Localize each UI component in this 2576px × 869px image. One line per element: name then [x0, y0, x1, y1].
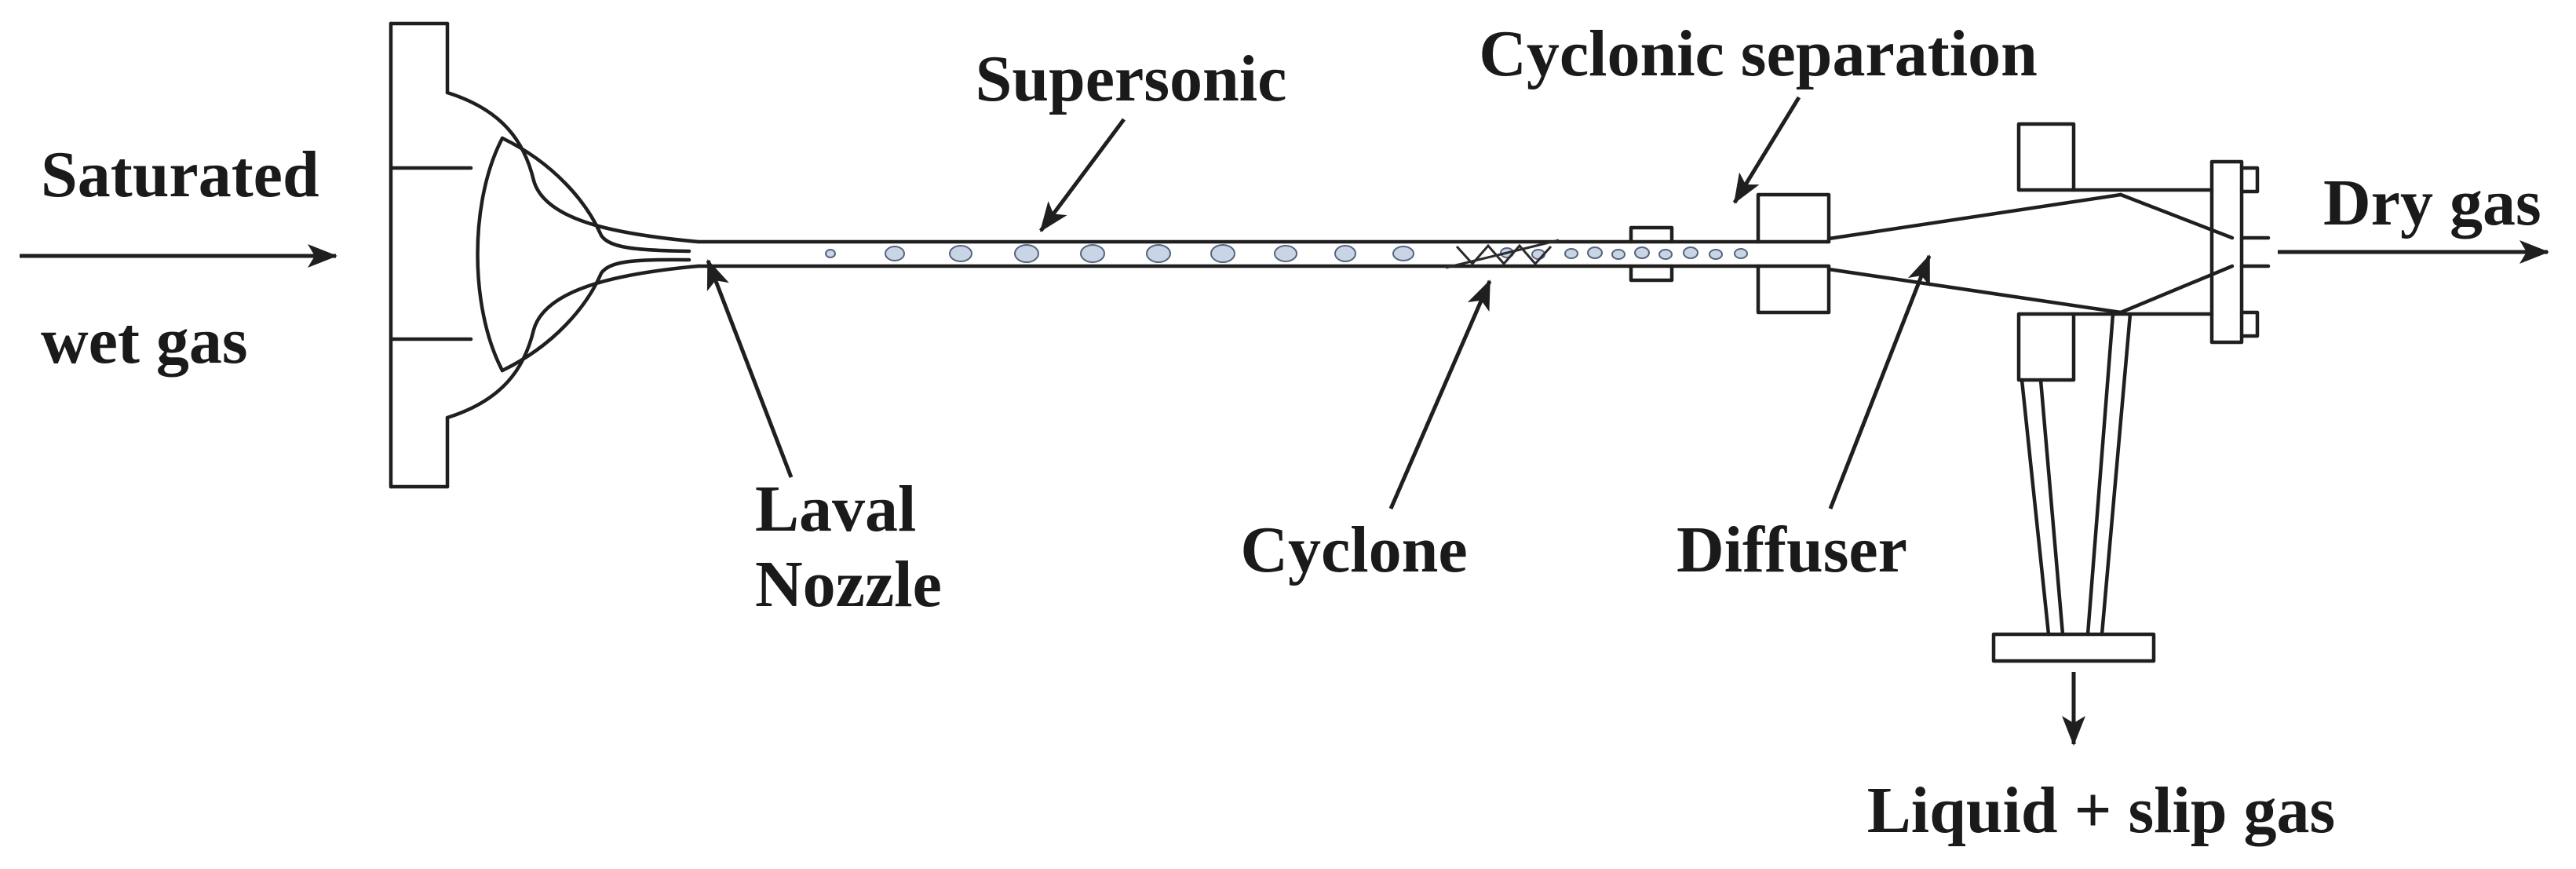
diffuser-cone [1826, 192, 2235, 315]
separator-body [389, 21, 2271, 663]
outlet-assembly [2016, 122, 2271, 382]
gas-droplets [825, 244, 1748, 263]
arrows [20, 96, 2549, 746]
cyclonic-separation-section [1756, 192, 1831, 315]
labels: Saturated wet gas Supersonic Cyclonic se… [41, 17, 2541, 847]
laval-nozzle [445, 90, 701, 420]
supersonic-callout-arrow [1038, 118, 1126, 232]
label-laval: Laval [755, 473, 916, 546]
cyclonic-separation-callout-arrow [1732, 96, 1801, 204]
laval-nozzle-callout-arrow [706, 259, 794, 478]
label-diffuser: Diffuser [1677, 513, 1907, 586]
label-nozzle: Nozzle [755, 548, 942, 621]
inlet-flange [389, 21, 473, 489]
label-saturated: Saturated [41, 138, 319, 211]
cyclone-swirler [1445, 239, 1560, 269]
label-cyclonic-separation: Cyclonic separation [1479, 17, 2038, 90]
tube-coupling [1629, 225, 1674, 283]
liquid-drain [1991, 312, 2156, 663]
diffuser-callout-arrow [1828, 254, 1932, 509]
label-wet-gas: wet gas [41, 305, 248, 378]
label-dry-gas: Dry gas [2323, 166, 2541, 239]
cyclone-callout-arrow [1388, 279, 1492, 509]
supersonic-tube [696, 239, 1831, 268]
label-supersonic: Supersonic [976, 42, 1287, 115]
label-cyclone: Cyclone [1240, 513, 1467, 586]
label-liquid-slip-gas: Liquid + slip gas [1867, 774, 2336, 847]
